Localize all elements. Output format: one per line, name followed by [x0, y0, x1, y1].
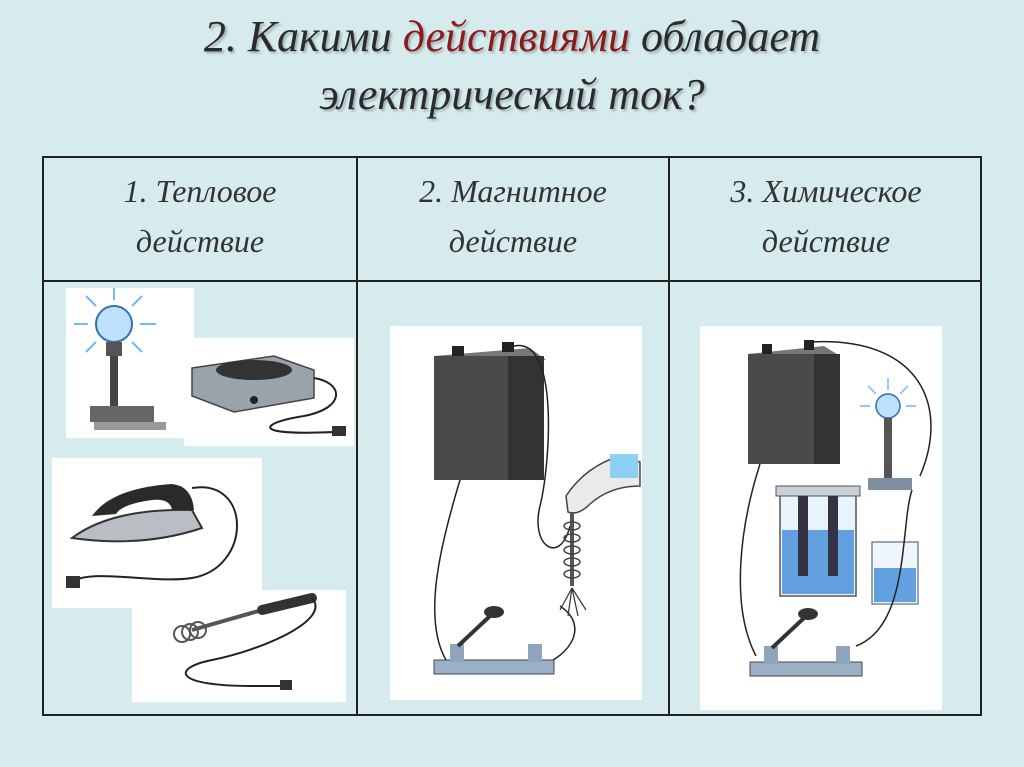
- magnetic-circuit: [433, 342, 641, 675]
- soldering-iron-icon: [173, 593, 317, 690]
- chemical-circuit: [739, 340, 932, 677]
- chemical-panel: [700, 326, 942, 710]
- battery-icon: [434, 342, 546, 480]
- light-bulb-icon: [74, 288, 166, 430]
- electromagnet-icon: [559, 512, 587, 617]
- magnetic-panel: [390, 326, 642, 700]
- column-divider: [668, 158, 670, 714]
- lamp-panel: [66, 288, 194, 438]
- hot-plate-icon: [191, 355, 346, 436]
- slide-title: 2. Какими действиями обладает электричес…: [0, 8, 1024, 124]
- title-highlight: действиями: [402, 12, 630, 61]
- light-bulb-icon: [860, 378, 916, 490]
- soldering-iron-panel: [132, 590, 346, 702]
- hand-holding-nail: [565, 454, 641, 514]
- header-magnetic: 2. Магнитное действие: [419, 173, 607, 259]
- switch-icon: [433, 606, 555, 675]
- title-line-1: 2. Какими действиями обладает: [203, 12, 821, 61]
- hot-plate-panel: [184, 338, 354, 446]
- iron-icon: [66, 484, 238, 588]
- header-thermal: 1. Тепловое действие: [123, 173, 277, 259]
- title-line-2: электрический ток?: [319, 70, 705, 119]
- effects-table: 1. Тепловое действие 2. Магнитное действ…: [42, 156, 982, 716]
- header-divider: [44, 280, 980, 282]
- iron-panel: [52, 458, 262, 608]
- column-divider: [356, 158, 358, 714]
- header-chemical: 3. Химическое действие: [730, 173, 922, 259]
- electrolysis-vessel-icon: [775, 485, 861, 597]
- switch-icon: [749, 608, 863, 677]
- battery-icon: [748, 340, 840, 464]
